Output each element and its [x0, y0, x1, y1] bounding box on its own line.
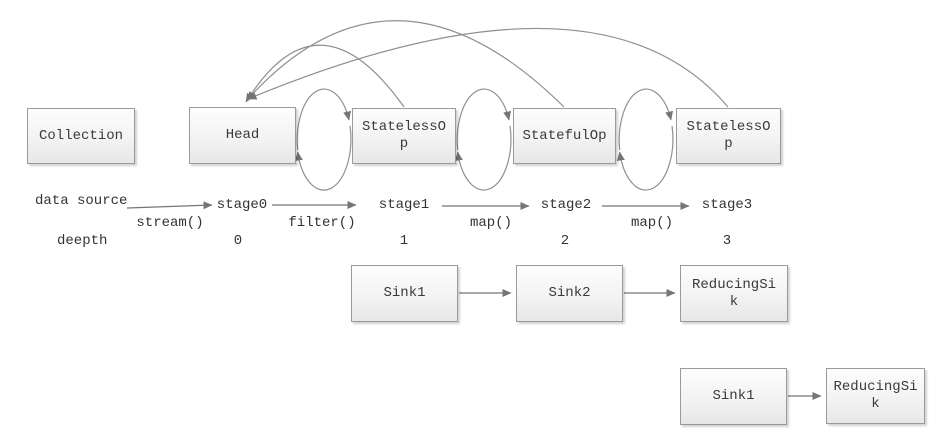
arrow-datasource-to-stage0 [126, 201, 213, 210]
method-map1-label: map() [469, 215, 513, 231]
box-label: Head [225, 127, 260, 143]
depth-value-1: 1 [399, 233, 409, 249]
box-label: k [871, 396, 880, 412]
depth-label: deepth [57, 233, 108, 249]
method-stream-label: stream() [136, 215, 204, 231]
box-collection: Collection [27, 108, 135, 164]
link-statelessop1-to-statefulop [456, 88, 512, 151]
box-label: p [724, 136, 733, 152]
stage0-label: stage0 [216, 197, 268, 213]
box-label: p [399, 136, 409, 152]
method-map2-label: map() [630, 215, 674, 231]
link-statefulop-to-statelessop1 [454, 125, 512, 191]
box-label: Collection [38, 127, 123, 144]
box-reducing-sink-short: ReducingSi k [826, 368, 925, 424]
stage1-label: stage1 [378, 197, 430, 213]
box-stateless-op-1: StatelessO p [352, 108, 456, 164]
box-label: StatelessO [686, 119, 771, 135]
box-label: Sink2 [548, 285, 591, 301]
data-source-label: data source [35, 193, 128, 209]
depth-value-3: 3 [722, 233, 732, 249]
box-label: Sink1 [383, 285, 426, 301]
box-sink1-short: Sink1 [680, 368, 787, 425]
link-head-to-statelessop1 [296, 88, 352, 151]
depth-value-2: 2 [560, 233, 570, 249]
stage2-label: stage2 [540, 197, 592, 213]
box-stateful-op: StatefulOp [513, 108, 616, 164]
back-edge-statelessop1-to-head [245, 44, 405, 108]
box-label: StatelessO [361, 119, 446, 135]
box-label: ReducingSi [833, 379, 918, 395]
depth-value-0: 0 [233, 233, 243, 249]
box-label: k [729, 293, 739, 310]
back-edge-statefulop-to-head [246, 20, 565, 108]
method-filter-label: filter() [288, 215, 356, 231]
box-label: ReducingSi [691, 276, 776, 293]
back-edge-statelessop2-to-head [247, 27, 729, 108]
box-sink2: Sink2 [516, 265, 623, 322]
link-statelessop1-to-head [294, 125, 352, 191]
box-sink1: Sink1 [351, 265, 458, 322]
box-label: StatefulOp [522, 127, 607, 144]
box-label: Sink1 [712, 388, 755, 404]
box-reducing-sink: ReducingSi k [680, 265, 788, 322]
link-statelessop2-to-statefulop [616, 125, 674, 191]
link-statefulop-to-statelessop2 [618, 88, 674, 151]
box-head: Head [189, 107, 296, 164]
stage3-label: stage3 [701, 197, 753, 213]
box-stateless-op-2: StatelessO p [676, 108, 781, 164]
